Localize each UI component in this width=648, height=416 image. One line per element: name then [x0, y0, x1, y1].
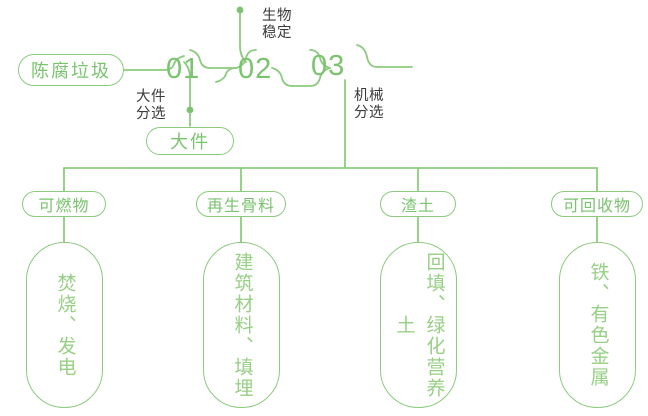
source-pill-label: 陈腐垃圾: [31, 61, 111, 81]
bracket-01-right: [189, 49, 211, 69]
branch-pill-3[interactable]: 渣土: [380, 191, 456, 217]
branch-pill-label-3: 渣土: [400, 198, 435, 215]
branch-pill-2[interactable]: 再生骨料: [196, 191, 286, 217]
bracket-01-left: [163, 55, 185, 71]
detail-box-1[interactable]: 焚烧、发电: [26, 242, 103, 408]
source-pill[interactable]: 陈腐垃圾: [18, 54, 124, 86]
detail-box-2[interactable]: 建筑材料、填埋: [203, 242, 280, 408]
step-number-01: 01: [166, 53, 201, 85]
detail-box-4[interactable]: 铁、有色金属: [559, 242, 636, 408]
step-number-03: 03: [311, 50, 346, 82]
detail-text-2: 建筑材料、填埋: [231, 251, 253, 399]
branch-pill-1[interactable]: 可燃物: [22, 191, 106, 217]
branch-pill-label-1: 可燃物: [38, 198, 90, 215]
bracket-02-left-lower: [215, 67, 237, 83]
step-caption-01: 大件 分选: [136, 89, 166, 122]
detail-text-1: 焚烧、发电: [54, 272, 76, 378]
branch-pill-4[interactable]: 可回收物: [551, 191, 643, 217]
bulky-dot: [186, 106, 194, 114]
step-caption-03: 机械 分选: [354, 88, 384, 121]
bracket-03-right: [356, 44, 378, 68]
step-output-pill-01[interactable]: 大件: [146, 127, 234, 155]
line-02-to-03: [291, 67, 331, 87]
bracket-03-left-upper: [309, 49, 331, 69]
detail-text-4: 铁、有色金属: [587, 262, 609, 388]
step-number-02: 02: [238, 53, 273, 85]
line-02-to-bio-dot: [239, 11, 247, 63]
branch-pill-label-2: 再生骨料: [206, 198, 275, 215]
branch-pill-label-4: 可回收物: [562, 198, 631, 215]
step-caption-02: 生物 稳定: [262, 8, 292, 41]
step-output-label-01: 大件: [170, 132, 210, 152]
line-01-to-bulky-dot: [183, 61, 191, 109]
bio-dot: [236, 6, 244, 14]
detail-box-3[interactable]: 回填、绿化营养土: [380, 242, 457, 408]
detail-text-3: 回填、绿化营养土: [393, 251, 445, 399]
bracket-02-left-upper: [235, 49, 257, 69]
bracket-02-right: [271, 67, 293, 87]
